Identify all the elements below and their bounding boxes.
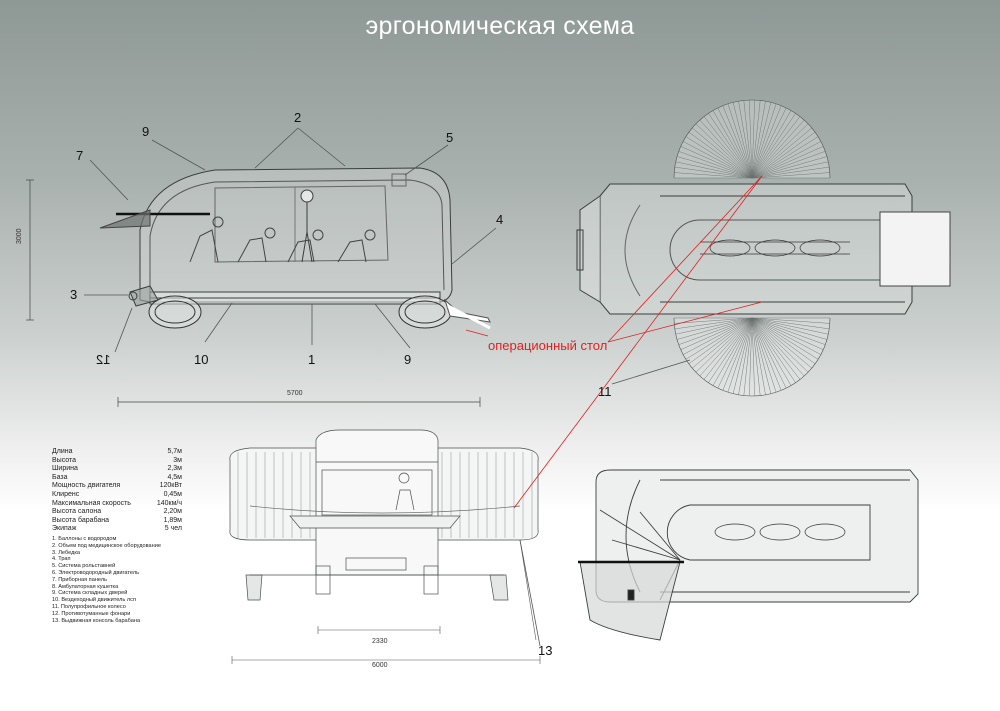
legend-item: 10. Вездеходный движитель лсп [52, 597, 136, 604]
callout-10: 10 [194, 352, 209, 367]
legend-item: 11. Полупрофильное колесо [52, 603, 126, 610]
spec-value: 5,7м [167, 448, 182, 455]
legend-item: 9. Система складных дверей [52, 590, 128, 597]
spec-row: Экипаж 5 чел [52, 525, 182, 534]
spec-row: Высота барабана 1,89м [52, 517, 182, 526]
operating-table-pointers [465, 175, 763, 509]
operating-table-label: операционный стол [488, 338, 608, 353]
spec-value: 140км/ч [156, 499, 182, 507]
spec-row: Клиренс 0,45м [52, 491, 182, 500]
spec-label: Максимальная скорость [52, 499, 131, 507]
dim-length: 5700 [287, 390, 303, 397]
spec-label: Высота салона [52, 508, 102, 516]
front-view [229, 429, 539, 601]
legend-item: 13. Выдвижная консоль барабана [52, 617, 141, 624]
legend-item: 3. Лебедка [52, 549, 81, 556]
callout-9: 9 [142, 124, 150, 139]
spec-value: 120кВт [159, 482, 182, 490]
spec-row: Ширина 2,3м [52, 465, 182, 474]
legend-item: 7. Приборная панель [52, 576, 108, 583]
spec-label: Высота [52, 456, 77, 464]
side-view-vehicle [99, 167, 491, 330]
legend-item: 12. Противотуманные фонари [52, 610, 131, 617]
spec-value: 2,20м [163, 508, 182, 516]
spec-value: 2,3м [167, 465, 182, 473]
spec-value: 3м [173, 456, 182, 464]
spec-row: Высота 3м [52, 457, 182, 466]
legend-item: 1. Баллоны с водородом [52, 536, 117, 542]
spec-label: Мощность двигателя [52, 482, 121, 490]
front-dimension-lines [231, 539, 541, 664]
callout-11: 11 [598, 384, 612, 399]
legend-item: 8. Амбулаторная кушетка [52, 583, 119, 590]
spec-label: База [52, 473, 68, 481]
legend-item: 5. Система рольставней [52, 563, 116, 570]
spec-value: 0,45м [163, 490, 182, 498]
spec-label: Клиренс [52, 490, 80, 498]
spec-value: 4,5м [167, 473, 182, 481]
dim-height: 3000 [16, 228, 23, 244]
dim-front-outer: 6000 [372, 662, 388, 669]
spec-label: Длина [52, 448, 73, 455]
callout-4: 4 [496, 212, 504, 227]
spec-value: 5 чел [164, 525, 182, 533]
callout-13: 13 [538, 643, 553, 658]
callout-leaders [84, 127, 497, 353]
spec-label: Высота барабана [52, 516, 110, 524]
callout-5: 5 [446, 130, 454, 145]
spec-value: 1,89м [163, 516, 182, 524]
spec-label: Экипаж [52, 525, 77, 533]
callout-7: 7 [76, 148, 84, 163]
callout-12: 12 [96, 352, 111, 367]
legend-item: 2. Объем под медицинское оборудование [52, 542, 161, 549]
spec-row: Максимальная скорость 140км/ч [52, 500, 182, 509]
spec-row: Длина 5,7м [52, 448, 182, 457]
callout-2: 2 [294, 110, 302, 125]
legend-item: 4. Трап [52, 556, 71, 563]
callout-3: 3 [70, 287, 78, 302]
legend-item: 6. Электроводородный двигатель [52, 569, 140, 576]
callout-6: 6 [404, 352, 412, 367]
dim-front-inner: 2330 [372, 638, 388, 645]
spec-label: Ширина [52, 465, 78, 473]
spec-row: Мощность двигателя 120кВт [52, 482, 182, 491]
side-dimension-lines [26, 179, 481, 407]
page-title: эргономическая схема [365, 12, 635, 40]
spec-row: Высота салона 2,20м [52, 508, 182, 517]
plan-view-bottom [578, 469, 919, 641]
callout-1: 1 [308, 352, 316, 367]
plan-view-top [576, 99, 951, 397]
spec-row: База 4,5м [52, 474, 182, 483]
